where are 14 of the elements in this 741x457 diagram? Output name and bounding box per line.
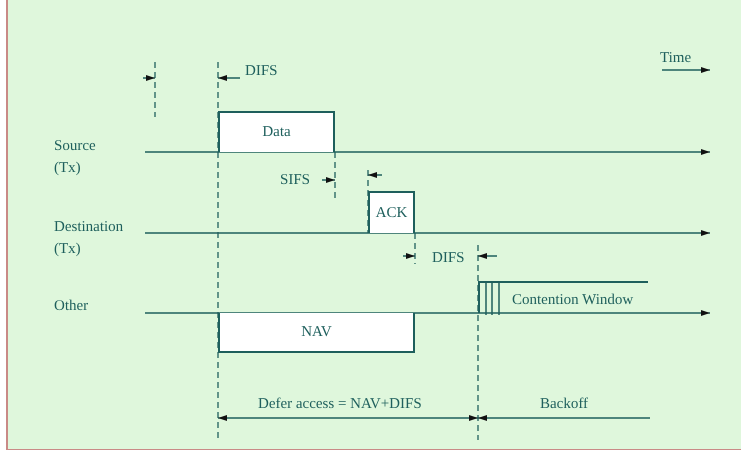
timing-label: Destination (Tx) <box>54 218 124 259</box>
timing-label: Time <box>660 49 692 68</box>
timing-label: DIFS <box>245 62 278 81</box>
window-label: Contention Window <box>512 291 634 310</box>
frame-box: NAV <box>218 313 415 353</box>
frame-box: ACK <box>368 191 415 233</box>
timing-label: DIFS <box>432 249 465 268</box>
timing-label: Source (Tx) <box>54 137 97 178</box>
timing-label: Defer access = NAV+DIFS <box>258 395 422 414</box>
timing-label: Other <box>54 297 88 316</box>
timing-label: Backoff <box>540 395 588 414</box>
frame-box: Data <box>218 111 335 152</box>
timing-label: SIFS <box>280 171 310 190</box>
contention-window-bracket <box>478 281 648 313</box>
